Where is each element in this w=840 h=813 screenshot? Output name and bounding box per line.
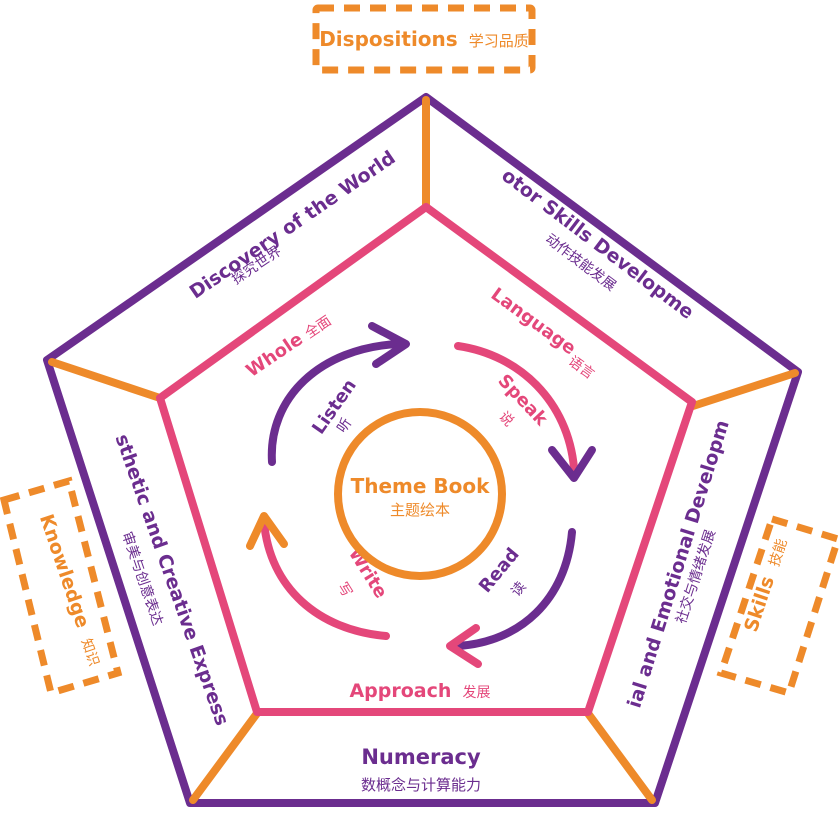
knowledge-box [0,476,123,698]
aesthetic-label: Aesthetic and Creative Expression [0,0,233,729]
write-label-zh: 写 [334,580,355,600]
listen-label: Listen [308,375,361,438]
theme-book-circle [334,408,506,580]
orange-connectors [48,96,799,804]
dispositions-box [312,4,536,74]
numeracy-label: Numeracy [361,745,481,769]
language-label: Language 语言 [487,284,597,383]
discovery-label: Discovery of the World [186,147,400,304]
dispositions-label: Dispositions 学习品质 [319,27,529,51]
approach-label: Approach 发展 [349,680,490,702]
theme-book-label-zh: 主题绘本 [390,501,450,519]
listen-arrowhead [368,322,410,368]
svg-text:Language: Language [487,284,580,359]
cycle-arrows [246,322,596,668]
write-arrow [260,518,390,640]
svg-text:全面: 全面 [302,312,335,342]
numeracy-label-zh: 数概念与计算能力 [361,776,481,794]
knowledge-label: Knowledge 知识 [35,512,102,669]
speak-arrowhead [548,446,596,482]
svg-text:语言: 语言 [565,353,597,382]
read-arrow [454,528,576,650]
read-label-zh: 读 [508,578,530,600]
read-arrowhead [446,624,482,668]
outer-pentagon [43,93,802,807]
theme-book-label: Theme Book [351,474,491,498]
inner-pentagon [156,203,696,716]
speak-arrow [454,342,578,472]
write-arrowhead [246,512,288,550]
listen-arrow [267,340,402,466]
speak-label-zh: 说 [495,409,516,430]
